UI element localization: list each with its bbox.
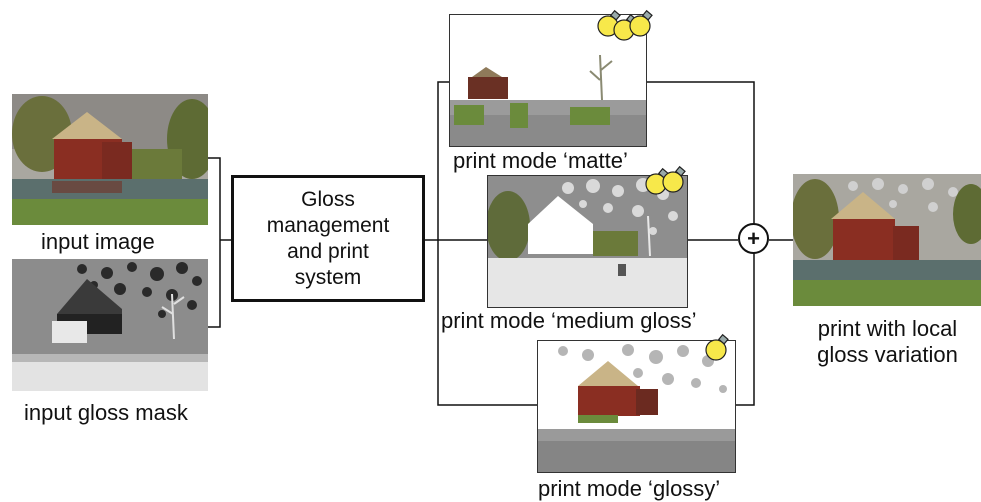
medium-gloss-print-frame bbox=[486, 175, 688, 308]
system-label-line3: and print bbox=[287, 239, 369, 263]
system-label-line4: system bbox=[294, 265, 362, 289]
matte-mode-label: print mode ‘matte’ bbox=[453, 148, 628, 173]
glossy-lightbulb-icon bbox=[705, 333, 729, 361]
input-gloss-mask-photo bbox=[12, 259, 208, 391]
system-label-line2: management bbox=[266, 213, 390, 237]
matte-lightbulbs-icon bbox=[597, 9, 653, 41]
output-label-line1: print with local bbox=[817, 316, 958, 341]
glossy-mode-label: print mode ‘glossy’ bbox=[538, 476, 721, 501]
system-label-line1: Gloss bbox=[301, 187, 355, 211]
input-bracket bbox=[208, 157, 221, 328]
medium-gloss-mode-label: print mode ‘medium gloss’ bbox=[441, 308, 697, 333]
input-image-label: input image bbox=[41, 229, 155, 254]
matte-print-frame bbox=[449, 14, 647, 147]
input-gloss-mask-label: input gloss mask bbox=[24, 400, 188, 425]
glossy-print-frame bbox=[537, 340, 736, 473]
gloss-management-system-box: Gloss management and print system bbox=[231, 175, 425, 302]
medium-gloss-lightbulbs-icon bbox=[645, 165, 686, 195]
combine-plus-icon: + bbox=[738, 223, 769, 254]
output-label-line2: gloss variation bbox=[817, 342, 958, 367]
fanout-vertical-line bbox=[437, 81, 537, 406]
input-image-photo bbox=[12, 94, 208, 225]
output-print-photo bbox=[793, 174, 981, 306]
